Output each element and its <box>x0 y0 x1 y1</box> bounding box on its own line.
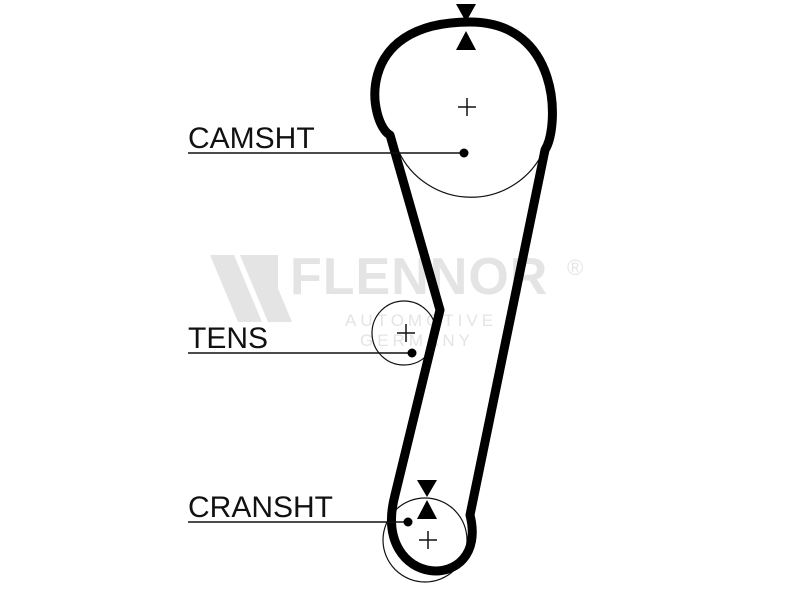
tensioner-label: TENS <box>188 322 268 355</box>
camshaft-label: CAMSHT <box>188 122 315 155</box>
watermark-line2: GERMANY <box>360 331 474 350</box>
watermark-registered: ® <box>567 255 583 280</box>
camshaft-pivot-dot <box>459 148 469 158</box>
crankshaft-pulley-outline <box>382 497 468 583</box>
watermark-logo-icon <box>210 255 292 322</box>
camshaft-pulley-outline <box>397 149 545 198</box>
crankshaft-label: CRANSHT <box>188 491 333 524</box>
camshaft-center-cross-icon <box>458 98 476 116</box>
tensioner-center-cross-icon <box>397 324 415 342</box>
crankshaft-center-cross-icon <box>419 531 437 549</box>
timing-belt <box>370 17 557 576</box>
tensioner-pivot-dot <box>407 348 417 358</box>
watermark: FLENNOR ® AUTOMOTIVE GERMANY <box>210 248 583 350</box>
camshaft-timing-mark-icon <box>456 4 476 50</box>
crankshaft-pivot-dot <box>403 517 413 527</box>
crankshaft-timing-mark-icon <box>417 480 437 519</box>
watermark-line1: AUTOMOTIVE <box>345 311 497 330</box>
watermark-brand: FLENNOR <box>290 248 548 306</box>
